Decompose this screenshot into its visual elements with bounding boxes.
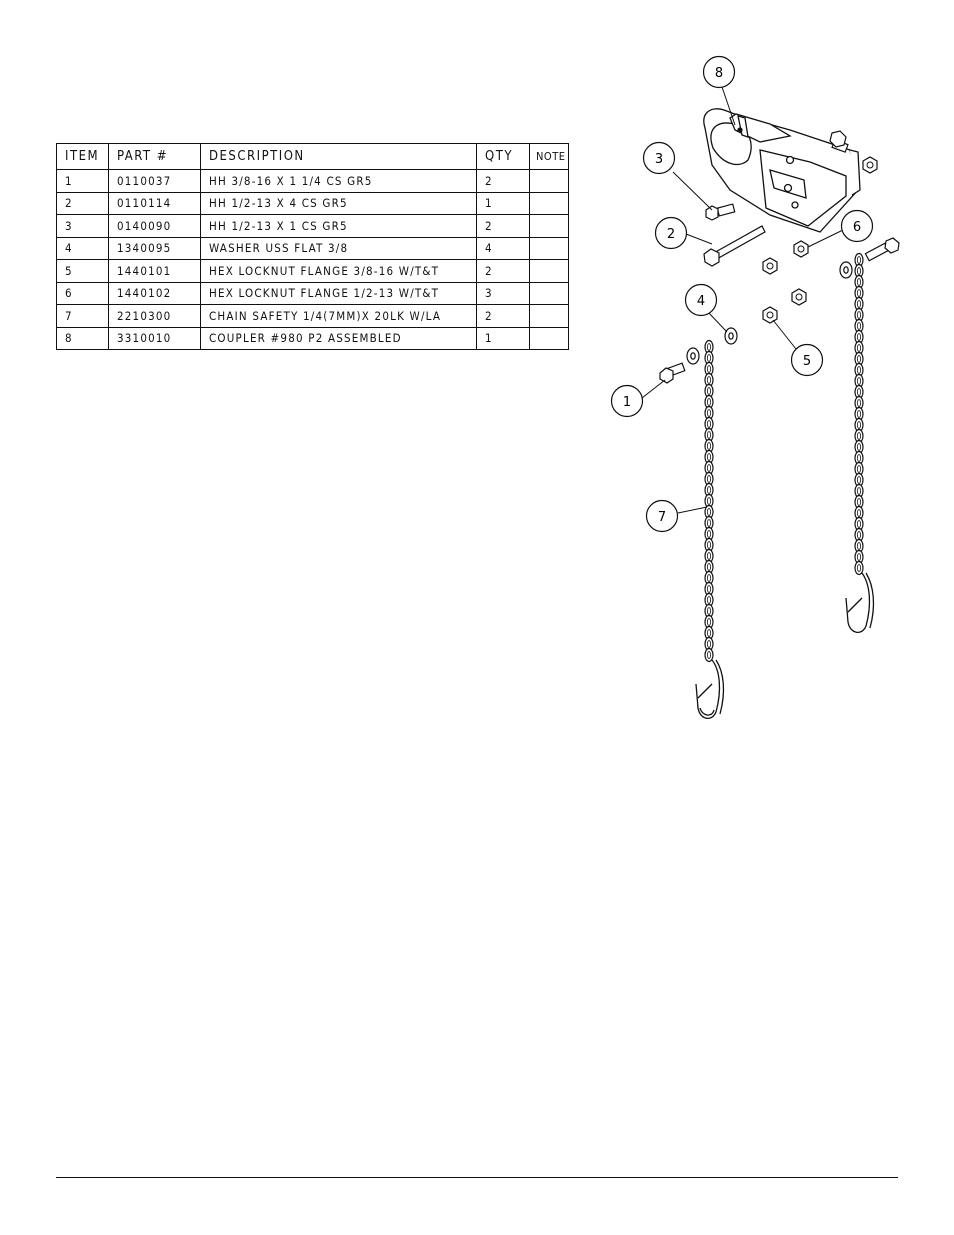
cell-qty: 1 bbox=[476, 326, 530, 350]
footer-rule bbox=[56, 1177, 898, 1178]
cell-note bbox=[529, 281, 569, 305]
cell-part-number: 0110037 bbox=[108, 169, 201, 193]
cell-description: HEX LOCKNUT FLANGE 1/2-13 W/T&T bbox=[200, 281, 477, 305]
cell-item: 8 bbox=[56, 326, 109, 350]
cell-qty: 2 bbox=[476, 214, 530, 238]
callout-label: 4 bbox=[697, 294, 705, 309]
cell-item: 5 bbox=[56, 259, 109, 283]
cell-item: 4 bbox=[56, 236, 109, 260]
header-description: DESCRIPTION bbox=[200, 143, 477, 170]
header-item: ITEM bbox=[56, 143, 109, 170]
exploded-assembly-drawing: 8 3 2 6 4 5 1 7 bbox=[610, 55, 900, 719]
hex-head-bolt bbox=[705, 203, 736, 221]
parts-table: ITEM PART # DESCRIPTION QTY NOTE 1 01100… bbox=[56, 143, 569, 350]
hex-locknut bbox=[791, 288, 807, 306]
table-row: 6 1440102 HEX LOCKNUT FLANGE 1/2-13 W/T&… bbox=[56, 281, 569, 305]
cell-description: HH 3/8-16 X 1 1/4 CS GR5 bbox=[200, 169, 477, 193]
table-row: 1 0110037 HH 3/8-16 X 1 1/4 CS GR5 2 bbox=[56, 169, 569, 193]
callout-balloon-2: 2 bbox=[654, 216, 688, 250]
cell-description: WASHER USS FLAT 3/8 bbox=[200, 236, 477, 260]
table-header-row: ITEM PART # DESCRIPTION QTY NOTE bbox=[56, 143, 569, 170]
cell-note bbox=[529, 214, 569, 238]
table-row: 8 3310010 COUPLER #980 P2 ASSEMBLED 1 bbox=[56, 326, 569, 350]
callout-label: 1 bbox=[623, 395, 631, 410]
table-row: 2 0110114 HH 1/2-13 X 4 CS GR5 1 bbox=[56, 191, 569, 215]
callout-balloon-3: 3 bbox=[642, 141, 676, 175]
cell-description: HH 1/2-13 X 4 CS GR5 bbox=[200, 191, 477, 215]
hex-locknut bbox=[793, 240, 809, 258]
callout-balloon-6: 6 bbox=[840, 209, 874, 243]
cell-qty: 1 bbox=[476, 191, 530, 215]
safety-chain bbox=[854, 252, 864, 576]
leader-lines bbox=[641, 86, 844, 514]
cell-item: 7 bbox=[56, 304, 109, 328]
cell-part-number: 0140090 bbox=[108, 214, 201, 238]
cell-description: COUPLER #980 P2 ASSEMBLED bbox=[200, 326, 477, 350]
cell-note bbox=[529, 191, 569, 215]
cell-qty: 3 bbox=[476, 281, 530, 305]
cell-item: 6 bbox=[56, 281, 109, 305]
hex-head-bolt bbox=[659, 237, 900, 384]
callout-balloon-4: 4 bbox=[684, 283, 718, 317]
cell-note bbox=[529, 326, 569, 350]
hex-locknut bbox=[762, 257, 778, 275]
cell-item: 2 bbox=[56, 191, 109, 215]
cell-description: CHAIN SAFETY 1/4(7MM)X 20LK W/LA bbox=[200, 304, 477, 328]
callout-label: 8 bbox=[715, 66, 723, 81]
cell-item: 3 bbox=[56, 214, 109, 238]
header-part-number: PART # bbox=[108, 143, 201, 170]
cell-note bbox=[529, 304, 569, 328]
cell-note bbox=[529, 236, 569, 260]
flat-washer bbox=[686, 261, 853, 365]
long-hex-bolt bbox=[703, 225, 766, 267]
callout-label: 3 bbox=[655, 152, 663, 167]
callout-label: 7 bbox=[658, 510, 666, 525]
cell-qty: 2 bbox=[476, 169, 530, 193]
header-note: NOTE bbox=[529, 143, 569, 170]
chain-hook bbox=[695, 572, 875, 719]
chain-link bbox=[704, 647, 714, 663]
cell-qty: 2 bbox=[476, 304, 530, 328]
table-row: 5 1440101 HEX LOCKNUT FLANGE 3/8-16 W/T&… bbox=[56, 259, 569, 283]
cell-description: HEX LOCKNUT FLANGE 3/8-16 W/T&T bbox=[200, 259, 477, 283]
cell-item: 1 bbox=[56, 169, 109, 193]
cell-qty: 4 bbox=[476, 236, 530, 260]
hex-locknut bbox=[762, 306, 778, 324]
callout-balloon-1: 1 bbox=[610, 384, 644, 418]
table-row: 3 0140090 HH 1/2-13 X 1 CS GR5 2 bbox=[56, 214, 569, 238]
cell-note bbox=[529, 259, 569, 283]
callout-label: 2 bbox=[667, 227, 675, 242]
cell-part-number: 0110114 bbox=[108, 191, 201, 215]
cell-qty: 2 bbox=[476, 259, 530, 283]
cell-description: HH 1/2-13 X 1 CS GR5 bbox=[200, 214, 477, 238]
chain-link bbox=[854, 560, 864, 576]
cell-part-number: 1440102 bbox=[108, 281, 201, 305]
callout-balloon-7: 7 bbox=[645, 499, 679, 533]
table-row: 4 1340095 WASHER USS FLAT 3/8 4 bbox=[56, 236, 569, 260]
callout-balloon-8: 8 bbox=[702, 55, 736, 89]
callout-balloon-5: 5 bbox=[790, 343, 824, 377]
safety-chain bbox=[704, 339, 714, 663]
hex-locknut bbox=[862, 156, 878, 174]
callout-label: 5 bbox=[803, 354, 811, 369]
callout-label: 6 bbox=[853, 220, 861, 235]
cell-part-number: 2210300 bbox=[108, 304, 201, 328]
cell-note bbox=[529, 169, 569, 193]
cell-part-number: 1440101 bbox=[108, 259, 201, 283]
cell-part-number: 3310010 bbox=[108, 326, 201, 350]
cell-part-number: 1340095 bbox=[108, 236, 201, 260]
coupler-assembly bbox=[703, 108, 861, 233]
hex-head-bolt bbox=[829, 130, 849, 153]
table-row: 7 2210300 CHAIN SAFETY 1/4(7MM)X 20LK W/… bbox=[56, 304, 569, 328]
header-qty: QTY bbox=[476, 143, 530, 170]
